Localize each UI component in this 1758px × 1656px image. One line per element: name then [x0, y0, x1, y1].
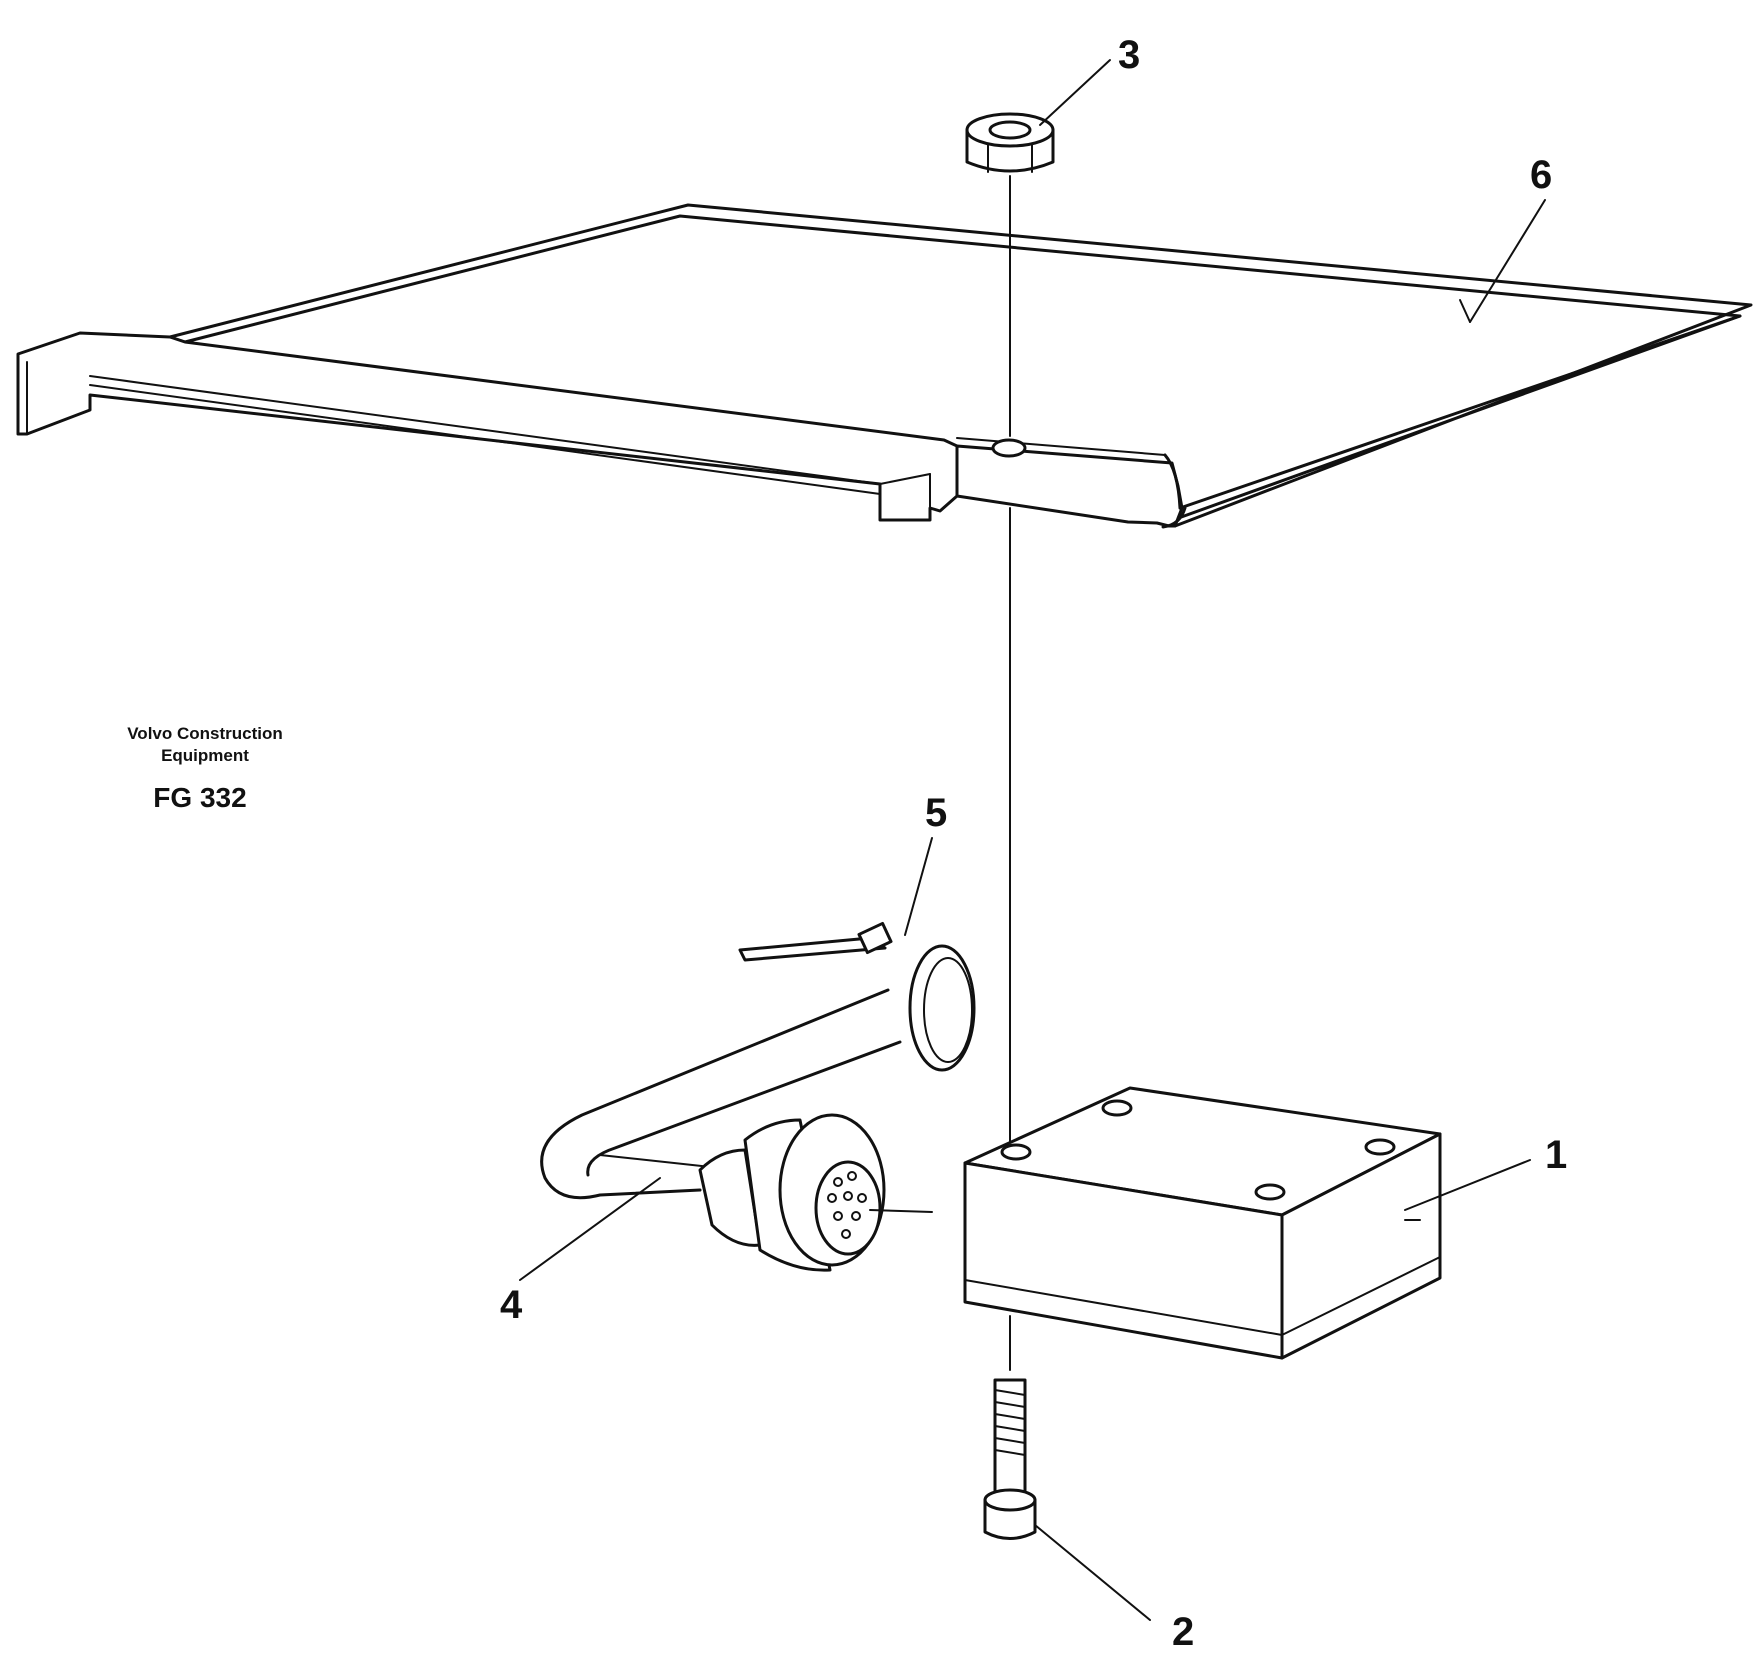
callout-3: 3	[1118, 33, 1140, 77]
leader-4	[519, 1177, 661, 1281]
leader-6	[1469, 199, 1546, 323]
part-3-nut	[965, 112, 1055, 173]
callout-4: 4	[500, 1283, 523, 1327]
callout-1: 1	[1545, 1133, 1567, 1177]
leader-3	[1039, 59, 1111, 126]
part-1-control-box	[963, 1086, 1442, 1360]
part-6-mounting-plate	[16, 203, 1753, 529]
callout-2: 2	[1172, 1610, 1194, 1654]
leader-1	[1404, 1159, 1531, 1211]
part-4-cable-connector	[540, 988, 933, 1272]
leader-2	[1034, 1524, 1151, 1621]
callout-5: 5	[925, 791, 947, 835]
callout-6: 6	[1530, 153, 1552, 197]
leader-5	[904, 837, 933, 936]
brand-name-line2: Equipment	[161, 746, 249, 765]
brand-name-line1: Volvo Construction	[127, 724, 283, 743]
figure-code: FG 332	[153, 782, 247, 813]
part-5-hose-clamp	[738, 921, 976, 1072]
leader-6-tick	[1459, 299, 1471, 323]
part-2-bolt	[983, 1378, 1037, 1540]
